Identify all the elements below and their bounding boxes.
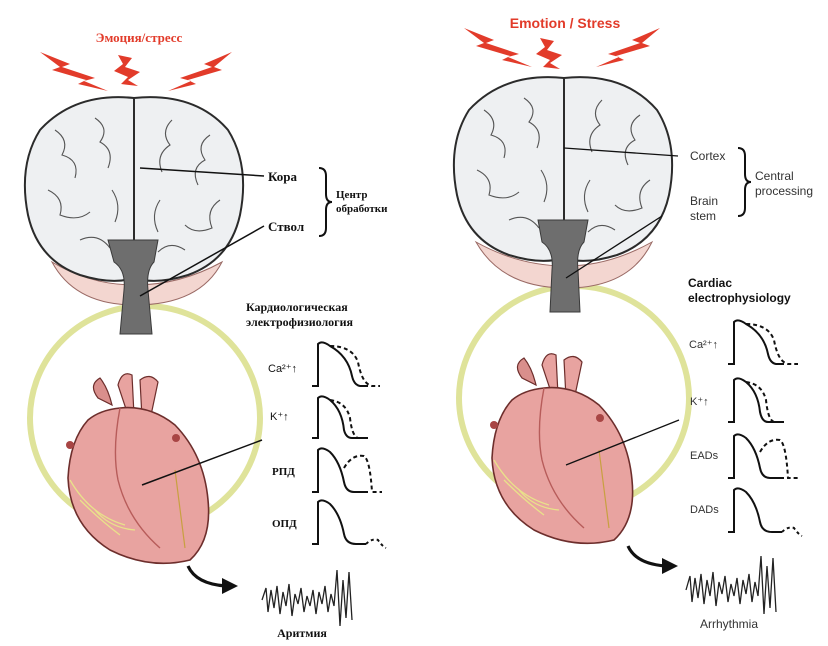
panel-english: Emotion / Stress	[414, 0, 828, 641]
arrhythmia-label: Аритмия	[277, 626, 327, 640]
trace-potassium	[728, 378, 784, 422]
stem-label: Ствол	[268, 219, 304, 234]
electrophysiology-title-line1: Кардиологическая	[246, 300, 348, 314]
stress-title: Emotion / Stress	[510, 15, 621, 31]
processing-label-line1: Central	[755, 169, 794, 183]
processing-label-line2: обработки	[336, 203, 388, 215]
processing-label-line2: processing	[755, 184, 813, 198]
processing-brace	[738, 148, 751, 216]
lightning-bolt-icon	[464, 28, 532, 67]
processing-brace	[319, 168, 332, 236]
trace-label-dad: ОПД	[272, 518, 297, 530]
trace-label-calcium: Ca²⁺↑	[268, 363, 297, 375]
trace-calcium	[312, 342, 380, 386]
heart	[490, 354, 633, 544]
trace-label-ead: РПД	[272, 466, 295, 478]
trace-label-potassium: K⁺↑	[690, 396, 709, 408]
stem-label-line2: stem	[690, 209, 716, 223]
cortex-label: Кора	[268, 169, 298, 184]
lightning-bolt-icon	[114, 55, 140, 86]
trace-calcium	[728, 320, 798, 364]
arrhythmia-label: Arrhythmia	[700, 617, 758, 631]
trace-ead	[312, 448, 382, 492]
panel-russian: Эмоция/стресс	[0, 0, 414, 641]
electrophysiology-title-line2: electrophysiology	[688, 291, 791, 305]
trace-label-calcium: Ca²⁺↑	[689, 339, 718, 351]
curved-arrow-icon	[628, 546, 678, 574]
electrophysiology-title-line1: Cardiac	[688, 276, 732, 290]
arrhythmia-trace	[262, 570, 352, 626]
trace-dad	[728, 488, 802, 536]
arrhythmia-trace	[686, 556, 776, 614]
curved-arrow-icon	[188, 566, 238, 594]
cortex-label: Cortex	[690, 149, 725, 163]
processing-label-line1: Центр	[336, 189, 367, 201]
panel-english-svg: Emotion / Stress	[414, 0, 828, 641]
lightning-bolt-icon	[40, 52, 108, 91]
stem-label-line1: Brain	[690, 194, 718, 208]
trace-label-potassium: K⁺↑	[270, 411, 289, 423]
trace-label-ead: EADs	[690, 450, 719, 462]
trace-dad	[312, 500, 386, 548]
electrophysiology-title-line2: электрофизиология	[246, 315, 354, 329]
panel-russian-svg: Эмоция/стресс	[0, 0, 414, 641]
lightning-bolt-icon	[596, 28, 660, 67]
trace-ead	[728, 434, 798, 478]
trace-label-dad: DADs	[690, 504, 719, 516]
trace-potassium	[312, 396, 368, 438]
lightning-bolt-icon	[536, 38, 562, 69]
lightning-bolt-icon	[168, 52, 232, 91]
stress-title: Эмоция/стресс	[96, 30, 183, 45]
